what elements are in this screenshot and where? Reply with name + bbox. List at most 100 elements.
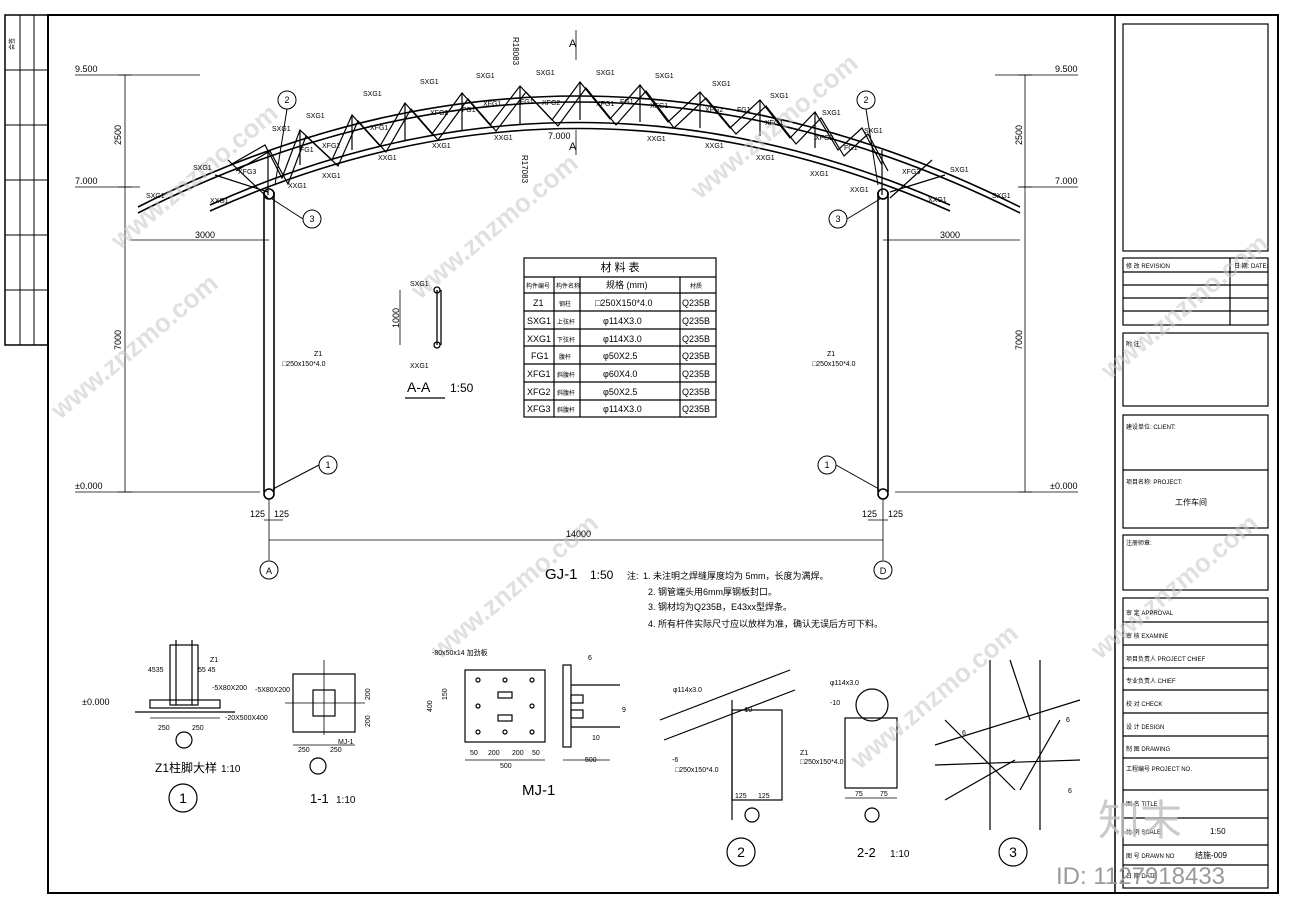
tb-scale-value: 1:50 (1210, 827, 1226, 836)
mj-dim-500b: 500 (585, 757, 597, 764)
elev-eave-right: 7.000 (1055, 176, 1078, 186)
label-sxg1-4: SXG1 (306, 113, 325, 120)
detail-2-2 (844, 688, 898, 823)
mt-r1-c2: φ114X3.0 (603, 316, 642, 326)
d3-ann-6c: 6 (1068, 788, 1072, 795)
d2-ann-pipe: φ114x3.0 (673, 687, 702, 694)
s11-dim-200a: 200 (365, 688, 372, 700)
arch-truss (137, 95, 1021, 214)
mt-r0-c0: Z1 (533, 298, 544, 308)
s11-dim-200b: 200 (365, 715, 372, 727)
callout-circles (259, 90, 893, 580)
s22-dim-75a: 75 (855, 791, 863, 798)
mj-ann-10: 10 (592, 735, 600, 742)
s22-title: 2-2 (857, 845, 876, 860)
label-xxg1-3: XXG1 (322, 173, 341, 180)
section-mark-a-top: A (569, 38, 577, 50)
tb-project-chief: 项目负责人 PROJECT CHIEF (1126, 655, 1206, 663)
s11-ann-mj: MJ-1 (338, 739, 354, 746)
mt-r6-c1: 斜腹杆 (557, 406, 575, 414)
label-xfg2-3: XFG2 (542, 100, 560, 107)
label-z1-spec-right: □250x150*4.0 (812, 361, 856, 368)
detail-z1-base (135, 640, 235, 813)
dim-125-l2: 125 (274, 509, 289, 519)
axis-d-circle (873, 560, 893, 580)
d2-dim-125b: 125 (758, 793, 770, 800)
note-2: 2. 钢管端头用6mm厚钢板封口。 (648, 586, 777, 597)
aa-xxg1: XXG1 (410, 363, 429, 370)
radius-top: R18083 (511, 37, 520, 66)
elev-top-left: 9.500 (75, 64, 98, 74)
axis-d-label: D (880, 566, 887, 576)
mj-title: MJ-1 (522, 782, 555, 799)
mj-dim-200b: 200 (512, 750, 524, 757)
label-xxg1-5: XXG1 (432, 143, 451, 150)
mt-r3-c1: 腹杆 (559, 353, 571, 361)
label-sxg1-13: SXG1 (822, 110, 841, 117)
detail-titles: Z1柱脚大样 1:10 1 1-1 1:10 MJ-1 2 2-2 1:10 3 (155, 760, 1017, 860)
dim-aa-1000: 1000 (391, 308, 401, 328)
tb-notes: 附 注: (1126, 340, 1142, 348)
notes: 注: 1. 未注明之焊缝厚度均为 5mm，长度为满焊。 2. 钢管端头用6mm厚… (627, 570, 883, 629)
s22-ann-z1: Z1 (800, 750, 808, 757)
z1-scale: 1:10 (221, 764, 241, 775)
label-xxg1-2: XXG1 (288, 183, 307, 190)
label-sxg1-11: SXG1 (712, 81, 731, 88)
mt-r0-c3: Q235B (682, 298, 710, 308)
section-marks: A A R18083 R17083 (511, 37, 577, 184)
tb-drawn-no: 图 号 DRAWN NO (1126, 853, 1175, 860)
mt-r3-c2: φ50X2.5 (603, 351, 637, 361)
z1-ann-z1: Z1 (210, 657, 218, 664)
mt-r4-c2: φ60X4.0 (603, 369, 637, 379)
mt-r5-c2: φ50X2.5 (603, 387, 637, 397)
mt-r1-c3: Q235B (682, 316, 710, 326)
callout-numbers: 2 2 3 3 1 1 A D (266, 95, 887, 576)
tb-title: 图 名 TITLE (1126, 800, 1158, 808)
mt-r5-c1: 斜腹杆 (557, 389, 575, 397)
s11-dim-250b: 250 (330, 747, 342, 754)
mt-r5-c0: XFG2 (527, 387, 551, 397)
label-sxg1-1: SXG1 (146, 193, 165, 200)
column-right (877, 188, 889, 500)
label-fg1-6: FG1 (844, 145, 858, 152)
callout-3-left-num: 3 (309, 214, 314, 224)
label-xfg3-left: XFG3 (238, 169, 256, 176)
s11-ann-plate: -5X80X200 (255, 687, 290, 694)
dim-2500-left: 2500 (113, 125, 123, 145)
callout-1-right-num: 1 (824, 460, 829, 470)
mj-dim-50a: 50 (470, 750, 478, 757)
callout-2-right-num: 2 (863, 95, 868, 105)
z1-title: Z1柱脚大样 (155, 760, 217, 775)
mt-r2-c3: Q235B (682, 334, 710, 344)
detail-2 (659, 669, 796, 867)
material-table-frame (523, 257, 717, 418)
section-aa (399, 286, 445, 399)
callout-3-right-num: 3 (835, 214, 840, 224)
mt-header-3: 材质 (690, 282, 702, 290)
label-xfg2-5: XFG2 (815, 135, 833, 142)
s22-ann-pipe: φ114x3.0 (830, 680, 859, 687)
mt-r0-c2: □250X150*4.0 (595, 298, 653, 308)
elev-eave-left: 7.000 (75, 176, 98, 186)
mt-r0-c1: 钢柱 (559, 300, 571, 308)
s22-scale: 1:10 (890, 849, 910, 860)
tb-check: 校 对 CHECK (1126, 700, 1162, 708)
label-xxg1-10: XXG1 (810, 171, 829, 178)
tb-date: 日 期: DATE: (1234, 262, 1269, 270)
z1-ann-4535: 4535 (148, 667, 164, 674)
z1-ann-elev: ±0.000 (82, 697, 109, 707)
dimension-labels: 2500 7000 2500 7000 3000 3000 125 125 12… (113, 125, 1024, 539)
gj-scale: 1:50 (590, 568, 614, 582)
mt-header-1: 构件名称 (556, 282, 580, 290)
mt-r4-c3: Q235B (682, 369, 710, 379)
s11-dim-250a: 250 (298, 747, 310, 754)
tb-scale-label: 比 例 SCALE (1126, 828, 1161, 836)
label-fg1-2: FG1 (462, 107, 476, 114)
label-sxg1-6: SXG1 (420, 79, 439, 86)
label-xfg2-4: XFG2 (705, 107, 723, 114)
tb-drawn-value: 结施-009 (1195, 850, 1228, 860)
detail-3-num: 3 (1009, 844, 1017, 860)
label-xxg1-12: XXG1 (928, 197, 947, 204)
watermark-text-2: www.znzmo.com (44, 268, 224, 426)
label-sxg1-10: SXG1 (655, 73, 674, 80)
